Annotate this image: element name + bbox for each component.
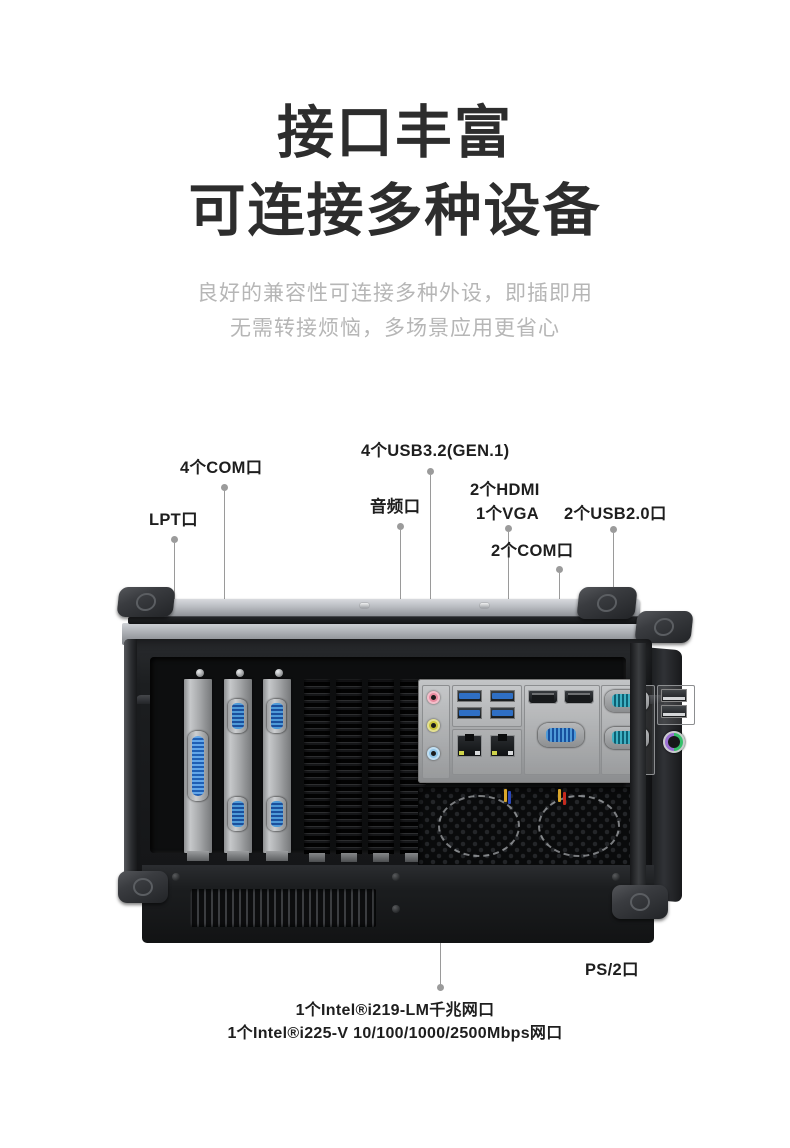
- ps2-port: [663, 731, 685, 753]
- io-shield: [418, 679, 695, 783]
- rj45-port-i225: [490, 734, 515, 757]
- com-bracket-1: [224, 679, 252, 861]
- leader-dot-com2: [556, 566, 563, 573]
- com-port-3: [267, 699, 286, 733]
- lpt-bracket: [184, 679, 212, 861]
- lpt-port-db25: [188, 731, 208, 801]
- vga-port: [538, 723, 584, 747]
- chassis-left-edge: [124, 639, 137, 894]
- callout-usb3: 4个USB3.2(GEN.1): [361, 442, 510, 460]
- usb3-port-2: [490, 690, 515, 702]
- fan-ring-left: [438, 795, 520, 857]
- usb3-port-4: [490, 707, 515, 719]
- rj45-port-i219: [457, 734, 482, 757]
- callout-ps2: PS/2口: [585, 961, 639, 979]
- fan-ring-right: [538, 795, 620, 857]
- callout-usb2: 2个USB2.0口: [564, 505, 667, 523]
- chassis-lower-panel: [142, 865, 654, 943]
- leader-dot-usb3: [427, 468, 434, 475]
- callout-com2: 2个COM口: [491, 542, 574, 560]
- leader-dot-vga: [505, 525, 512, 532]
- slot-cover-2: [336, 679, 362, 862]
- leader-dot-lpt: [171, 536, 178, 543]
- usb2-port-2: [661, 705, 687, 718]
- rear-panel-recess: [150, 657, 695, 871]
- audio-jack-mic: [427, 691, 440, 704]
- callout-lan2: 1个Intel®i225-V 10/100/1000/2500Mbps网口: [227, 1025, 563, 1042]
- lower-ventilation-slots: [190, 889, 376, 927]
- callout-hdmi: 2个HDMI: [470, 481, 540, 499]
- leader-line-com4: [224, 491, 225, 705]
- fan-mesh-grille: [418, 787, 642, 871]
- com-port-4: [267, 797, 286, 831]
- com-port-1: [228, 699, 247, 733]
- usb3-port-1: [457, 690, 482, 702]
- leader-dot-com4: [221, 484, 228, 491]
- corner-cap-top-left: [116, 587, 176, 617]
- leader-dot-usb2: [610, 526, 617, 533]
- page-title-line1: 接口丰富: [277, 101, 513, 165]
- hdmi-port-1: [528, 690, 558, 704]
- leader-dot-lan: [437, 984, 444, 991]
- slot-cover-1: [304, 679, 330, 862]
- com-bracket-2: [263, 679, 291, 861]
- page-subtitle-line1: 良好的兼容性可连接多种外设，即插即用: [197, 282, 593, 305]
- chassis-right-edge: [630, 643, 646, 893]
- chassis-body: [124, 639, 695, 943]
- audio-group: [422, 685, 450, 779]
- leader-line-usb3: [430, 475, 431, 685]
- expansion-slot-area: [184, 669, 426, 862]
- leader-dot-audio: [397, 523, 404, 530]
- slot-cover-3: [368, 679, 394, 862]
- corner-cap-top-right: [576, 587, 638, 619]
- callout-audio: 音频口: [370, 498, 421, 516]
- device-photo-rear-panel: [112, 583, 695, 943]
- com-port-2: [228, 797, 247, 831]
- callout-lpt: LPT口: [149, 511, 198, 529]
- callout-lan1: 1个Intel®i219-LM千兆网口: [295, 1002, 495, 1019]
- callout-com4: 4个COM口: [180, 459, 263, 477]
- corner-cap-bottom-left: [118, 871, 168, 903]
- usb2-port-1: [661, 689, 687, 702]
- audio-jack-lineout: [427, 719, 440, 732]
- callout-vga: 1个VGA: [476, 505, 539, 523]
- page-subtitle-line2: 无需转接烦恼，多场景应用更省心: [230, 317, 560, 340]
- usb3-port-3: [457, 707, 482, 719]
- audio-jack-linein: [427, 747, 440, 760]
- page-title-line2: 可连接多种设备: [188, 179, 602, 243]
- hdmi-port-2: [564, 690, 594, 704]
- corner-cap-bottom-right: [612, 885, 668, 919]
